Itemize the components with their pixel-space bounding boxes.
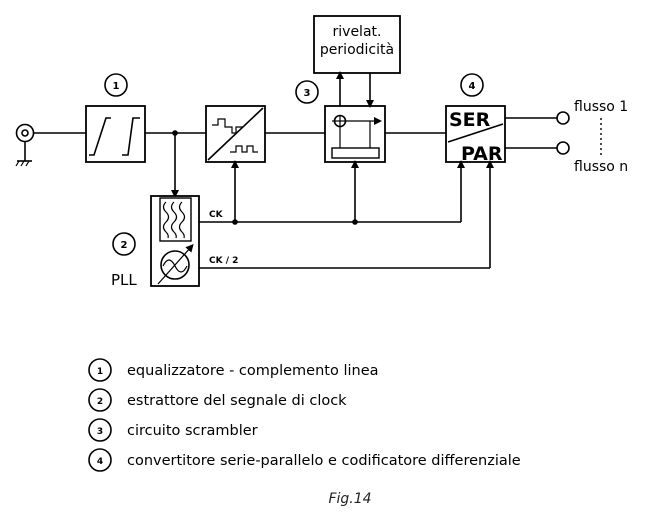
svg-text:1: 1 (113, 81, 120, 92)
outputs: flusso 1 flusso n (505, 99, 628, 175)
svg-text:2: 2 (97, 397, 103, 407)
scrambler-block (324, 105, 386, 163)
pll-block (150, 195, 200, 287)
legend-item: 2 estrattore del segnale di clock (88, 388, 347, 412)
ser-label: SER (449, 109, 491, 131)
periodicity-detector-block: rivelat. periodicità (313, 15, 401, 108)
legend-item: 1 equalizzatore - complemento linea (88, 358, 379, 382)
main-signal-path (33, 130, 446, 198)
svg-text:4: 4 (97, 457, 103, 467)
svg-text:3: 3 (304, 88, 311, 99)
marker-2: 2 (112, 232, 136, 256)
svg-text:convertitore serie-parallelo e: convertitore serie-parallelo e codificat… (127, 453, 521, 469)
ck2-label: CK / 2 (209, 256, 238, 266)
ck-label: CK (209, 210, 224, 220)
svg-text:estrattore del segnale di cloc: estrattore del segnale di clock (127, 393, 347, 409)
ser-par-block: SER PAR (445, 105, 506, 165)
svg-text:equalizzatore - complemento li: equalizzatore - complemento linea (127, 363, 379, 379)
coax-input-icon (15, 123, 35, 167)
marker-1: 1 (104, 73, 128, 97)
legend-item: 3 circuito scrambler (88, 418, 258, 442)
par-label: PAR (461, 143, 503, 165)
legend-item: 4 convertitore serie-parallelo e codific… (88, 448, 521, 472)
figure-caption: Fig.14 (328, 491, 371, 507)
marker-4: 4 (460, 73, 484, 97)
marker-3: 3 (295, 80, 319, 104)
periodicity-label-line1: rivelat. (333, 24, 382, 40)
code-converter-block (205, 105, 266, 163)
pll-label: PLL (111, 271, 137, 289)
svg-text:4: 4 (469, 81, 476, 92)
clock-lines: CK CK / 2 (199, 160, 494, 269)
svg-text:2: 2 (121, 240, 128, 251)
legend: 1 equalizzatore - complemento linea 2 es… (88, 358, 521, 472)
svg-text:3: 3 (97, 427, 103, 437)
periodicity-label-line2: periodicità (320, 42, 394, 58)
svg-text:1: 1 (97, 367, 103, 377)
equalizer-block (85, 105, 146, 163)
output-first-label: flusso 1 (574, 99, 628, 115)
svg-text:circuito scrambler: circuito scrambler (127, 423, 258, 439)
output-last-label: flusso n (574, 159, 628, 175)
